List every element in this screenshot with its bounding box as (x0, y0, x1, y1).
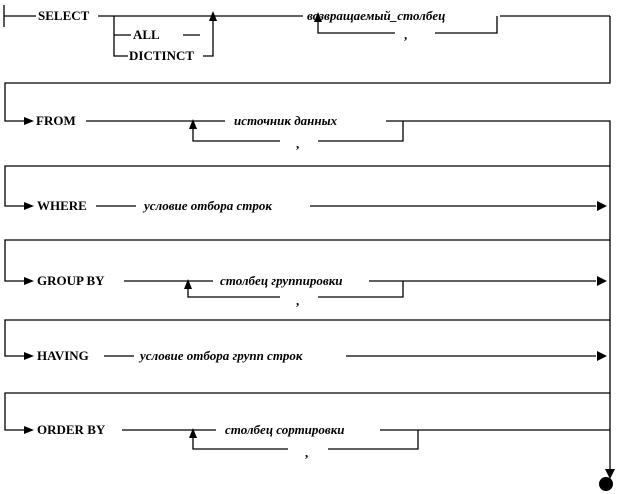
select-clause: SELECT ALL DICTINCT возвращаемый_столбец… (3, 5, 611, 125)
arrow-up-icon (189, 428, 197, 438)
order-by-clause: ORDER BY столбец сортировки , (37, 393, 615, 491)
arrow-right-icon (24, 202, 34, 210)
end-dot-icon (599, 477, 613, 491)
where-clause: WHERE условие отбора строк (4, 166, 611, 285)
arrow-right-icon (597, 201, 607, 211)
comma-separator: , (296, 293, 299, 308)
arrow-right-icon (24, 277, 34, 285)
from-keyword: FROM (36, 113, 76, 128)
arrow-down-icon (605, 469, 615, 479)
order-by-keyword: ORDER BY (37, 422, 106, 437)
group-column-label: столбец группировки (220, 273, 343, 288)
group-filter-condition-label: условие отбора групп строк (138, 348, 303, 363)
group-by-keyword: GROUP BY (37, 273, 105, 288)
arrow-right-icon (597, 351, 607, 361)
comma-separator: , (404, 27, 407, 42)
arrow-right-icon (24, 426, 34, 434)
select-keyword: SELECT (38, 8, 90, 23)
where-keyword: WHERE (37, 198, 87, 213)
from-clause: FROM источник данных , (4, 113, 611, 210)
arrow-right-icon (24, 117, 34, 125)
having-keyword: HAVING (37, 348, 89, 363)
returned-column-label: возвращаемый_столбец (307, 8, 445, 23)
group-by-clause: GROUP BY столбец группировки , (4, 240, 611, 360)
arrow-right-icon (24, 352, 34, 360)
arrow-right-icon (597, 276, 607, 286)
having-clause: HAVING условие отбора групп строк (4, 320, 611, 434)
arrow-up-icon (314, 12, 322, 22)
distinct-keyword: DICTINCT (129, 48, 194, 63)
comma-separator: , (296, 136, 299, 151)
sort-column-label: столбец сортировки (225, 422, 345, 437)
arrow-up-icon (184, 279, 192, 289)
comma-separator: , (305, 445, 308, 460)
row-filter-condition-label: условие отбора строк (142, 198, 272, 213)
data-source-label: источник данных (234, 113, 338, 128)
all-keyword: ALL (133, 27, 160, 42)
arrow-up-icon (209, 11, 217, 21)
arrow-up-icon (189, 119, 197, 129)
